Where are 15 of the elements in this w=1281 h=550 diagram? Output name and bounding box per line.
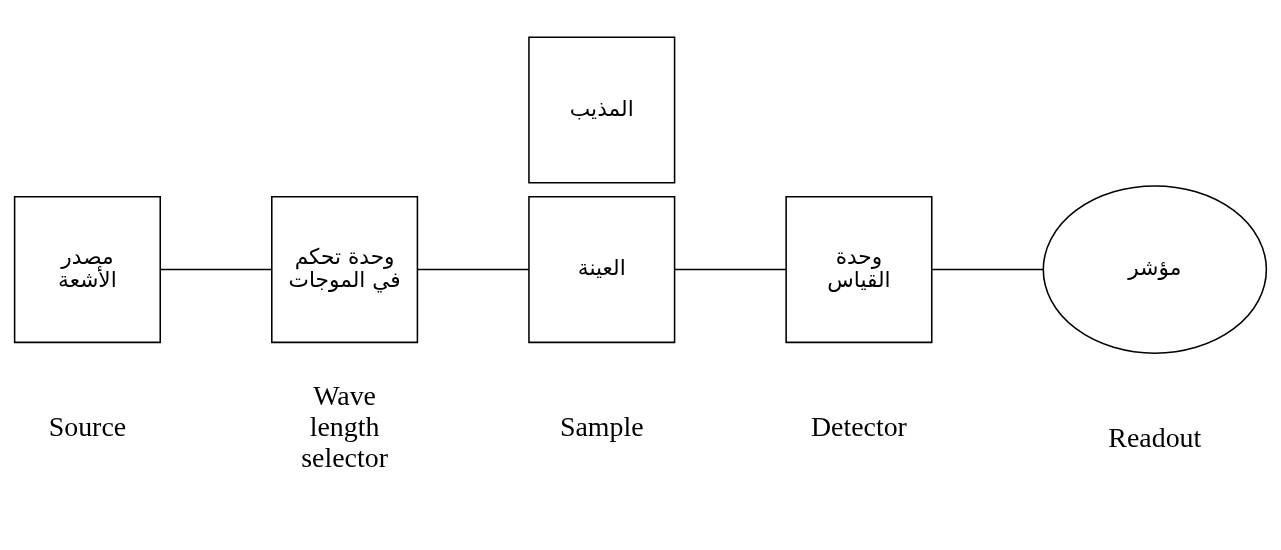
node-label: Readout [1108,421,1202,453]
node-label: Sample [559,410,644,442]
node-label: Source [48,410,127,442]
connector [931,268,1044,271]
node-label: Detector [810,410,907,442]
node-box: مصدر الأشعة [13,196,162,344]
node-box: العينة [528,196,676,344]
node-box: المذيب [528,36,676,184]
connector [674,268,787,271]
connector [416,268,530,271]
node-box: وحدة تحكم في الموجات [271,196,419,344]
node-box: وحدة القياس [785,196,933,344]
connector [159,268,273,271]
node-ellipse: مؤشر [1042,185,1268,354]
node-label: Wave length selector [301,379,388,473]
